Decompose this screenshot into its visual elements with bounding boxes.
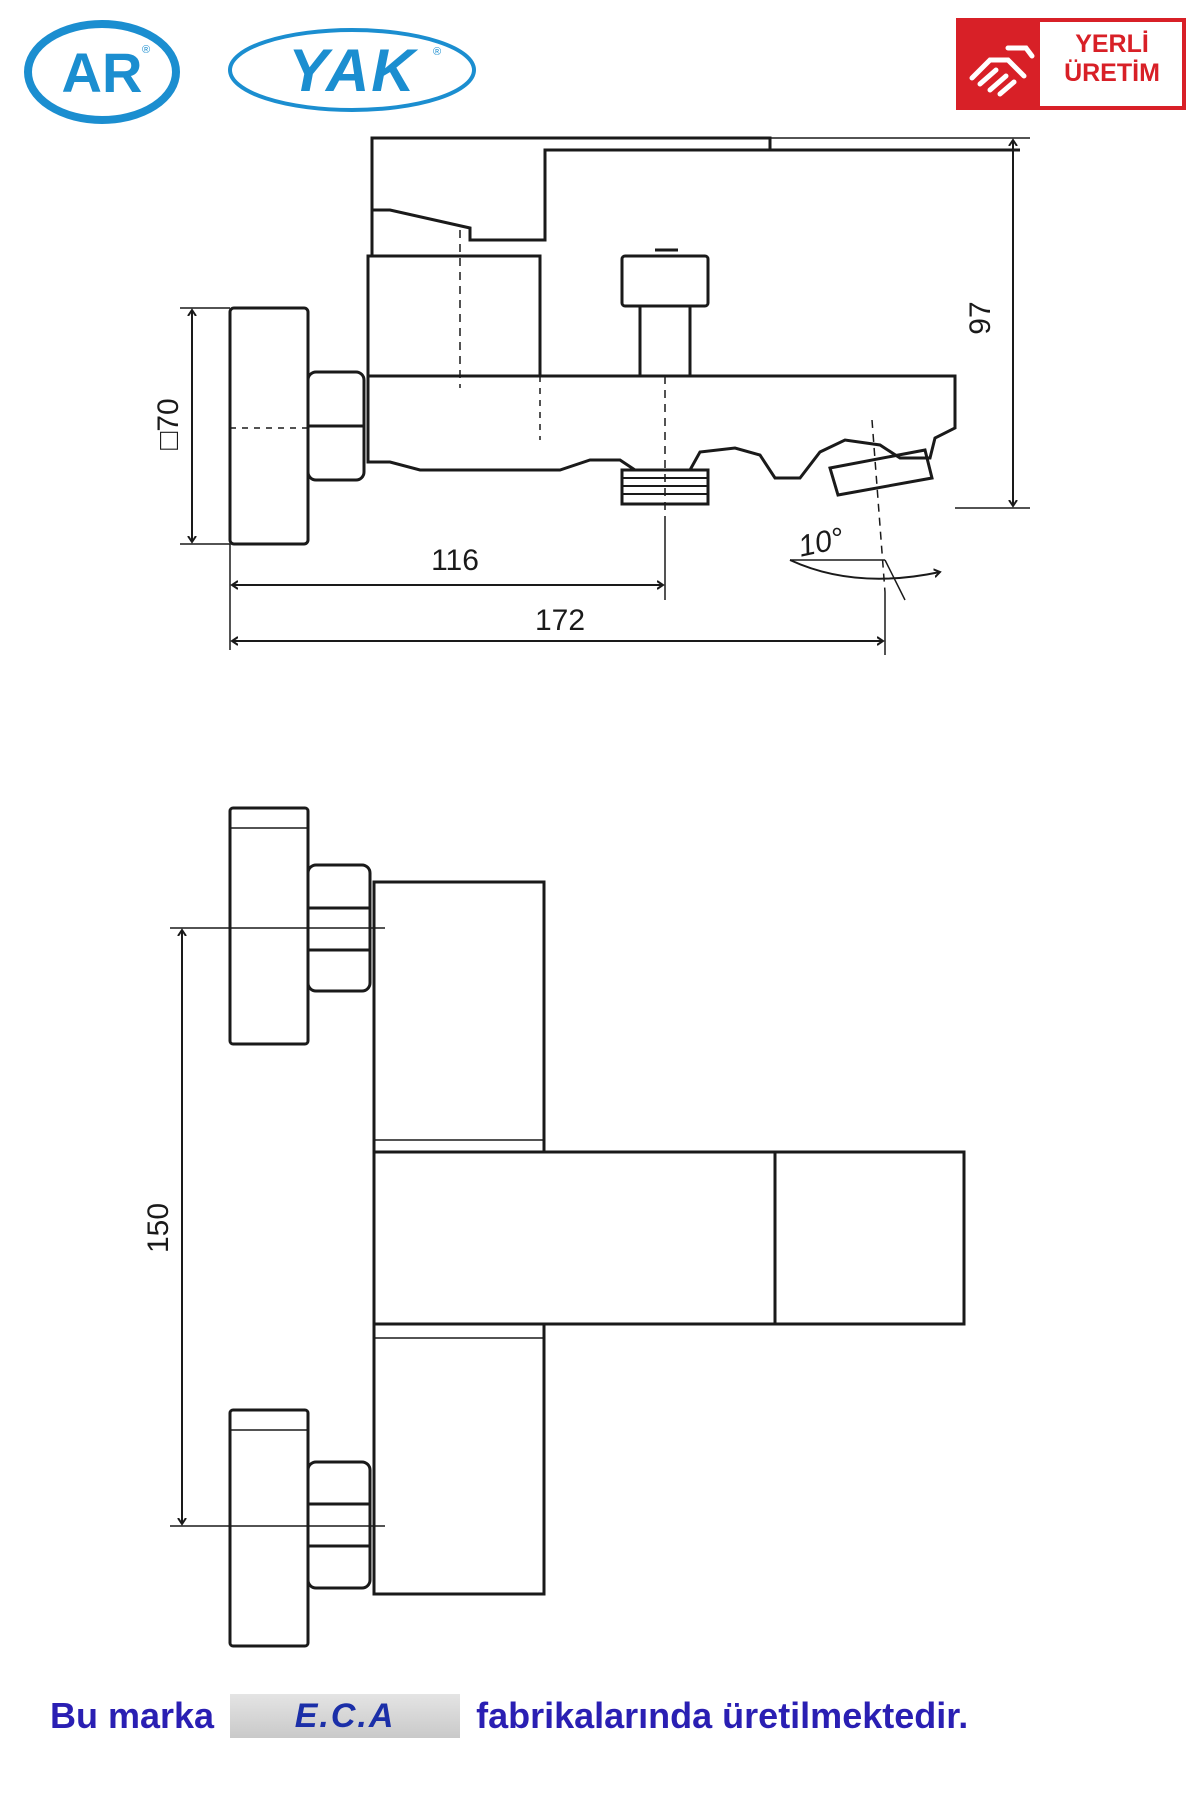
eca-logo: E.C.A xyxy=(230,1694,461,1738)
dim-label-172: 172 xyxy=(535,604,585,637)
footer-statement: Bu marka E.C.A fabrikalarında üretilmekt… xyxy=(50,1688,1170,1744)
ar-logo-text: AR xyxy=(61,40,143,104)
side-lever xyxy=(370,136,772,242)
front-upper-body xyxy=(372,880,546,1154)
front-spout-block xyxy=(372,1150,966,1326)
dim-label-150: 150 xyxy=(142,1203,175,1253)
ar-logo: AR ® xyxy=(22,18,182,126)
side-wall-flange xyxy=(228,306,310,546)
side-outlet-thread xyxy=(620,468,710,506)
dim-label-square: □70 xyxy=(152,398,185,450)
dim-label-height: 97 xyxy=(964,301,997,334)
front-view xyxy=(228,806,966,1648)
footer-suffix: fabrikalarında üretilmektedir. xyxy=(476,1695,969,1736)
ar-registered-mark: ® xyxy=(142,44,151,56)
dim-label-116: 116 xyxy=(431,544,479,577)
dim-angle-arc xyxy=(789,559,940,580)
front-view-dimensions xyxy=(170,927,385,1527)
side-spout xyxy=(366,374,957,480)
yak-logo-text: YAK xyxy=(288,36,417,104)
yak-registered-mark: ® xyxy=(433,46,442,58)
yak-logo: YAK ® xyxy=(225,24,480,116)
side-diverter-knob xyxy=(620,254,710,308)
side-mixer-body xyxy=(366,254,542,378)
front-upper-flange xyxy=(228,806,310,1046)
eca-logo-text: E.C.A xyxy=(294,1696,396,1735)
dim-label-angle: 10° xyxy=(795,522,846,564)
footer-prefix: Bu marka xyxy=(50,1695,215,1736)
side-view-dimensions xyxy=(180,137,1030,655)
front-lower-body xyxy=(372,1322,546,1596)
side-view xyxy=(228,136,1020,593)
side-shower-outlet xyxy=(828,448,934,497)
badge-line-2: ÜRETİM xyxy=(1064,59,1160,87)
front-lower-flange xyxy=(228,1408,310,1648)
handshake-icon xyxy=(969,45,1035,97)
badge-line-1: YERLİ xyxy=(1075,30,1149,58)
badge-text: YERLİ ÜRETİM xyxy=(1044,30,1180,88)
front-lower-nut xyxy=(306,1460,372,1590)
yerli-uretim-badge: YERLİ ÜRETİM xyxy=(956,18,1186,110)
